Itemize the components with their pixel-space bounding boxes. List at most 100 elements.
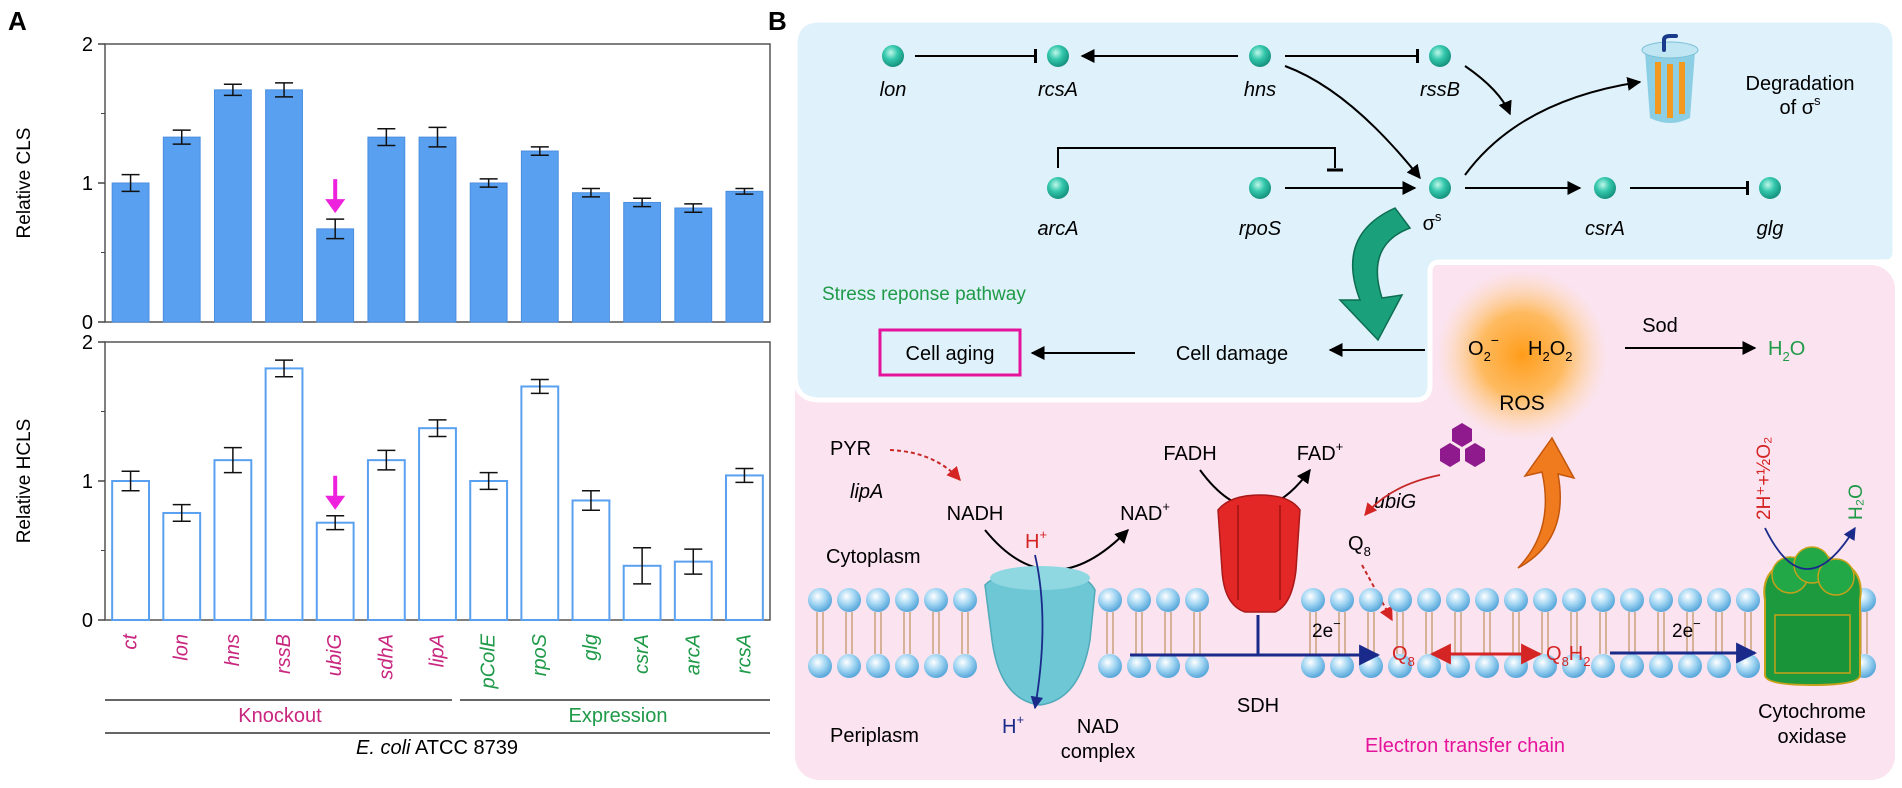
ubiG-to-q8-arrow: [1364, 474, 1441, 516]
rpoS-label: rpoS: [1239, 218, 1282, 240]
lipid-head: [1127, 654, 1151, 678]
lipid-head: [866, 588, 890, 612]
csrA-node: [1594, 177, 1616, 199]
strain-caption: E. coli ATCC 8739: [356, 737, 518, 759]
lipid-head: [808, 588, 832, 612]
nad-complex-label-1: NAD: [1077, 716, 1119, 738]
fad-plus-label: FAD+: [1297, 439, 1344, 465]
lipid-head: [1156, 588, 1180, 612]
strain-label: glg: [580, 634, 602, 661]
lipid-head: [1417, 588, 1441, 612]
strain-label: rpoS: [529, 633, 551, 676]
lipid-head: [1388, 588, 1412, 612]
sdh-label: SDH: [1237, 695, 1279, 717]
lipid-head: [1156, 654, 1180, 678]
pyr-to-nadh-arrow: [889, 449, 961, 482]
arcA-inhibits-rpoS-edge: [1057, 147, 1336, 168]
sigma-s-label: σs: [1423, 209, 1442, 235]
y-tick-label: 1: [82, 471, 93, 493]
degradation-label-line2: of σs: [1779, 93, 1821, 119]
bar: [162, 511, 202, 621]
etc-to-ros-arrow: [1517, 436, 1576, 569]
highlight-arrow-head: [325, 495, 346, 510]
q8-label: Q8: [1348, 533, 1371, 559]
strain-label: csrA: [631, 634, 653, 674]
lipid-head: [1649, 588, 1673, 612]
lipid-head: [1301, 654, 1325, 678]
two-electron-label-2: 2e−: [1672, 616, 1701, 642]
lipid-head: [1330, 654, 1354, 678]
lipid-head: [1098, 588, 1122, 612]
sigma-to-stress-arrow: [1338, 207, 1412, 342]
strain-label: ct: [120, 633, 142, 650]
cytochrome-oxidase-label-2: oxidase: [1778, 726, 1847, 748]
arcA-label: arcA: [1037, 218, 1078, 240]
cell-aging-label: Cell aging: [906, 343, 995, 365]
water-product-label: H2O: [1768, 338, 1805, 364]
glg-node: [1759, 177, 1781, 199]
oxidase-substrate-label: 2H⁺+½O₂: [1754, 437, 1775, 520]
lipid-head: [1185, 588, 1209, 612]
strain-label: ubiG: [324, 634, 346, 676]
sigma-to-degradation: [1464, 76, 1642, 176]
rssB-label: rssB: [1420, 79, 1460, 101]
peroxide-label: H2O2: [1528, 338, 1572, 364]
periplasm-label: Periplasm: [830, 725, 919, 747]
hcls-y-axis-label: Relative HCLS: [14, 419, 35, 544]
bar: [315, 521, 355, 622]
lipid-head: [1678, 588, 1702, 612]
csrA-label: csrA: [1585, 218, 1625, 240]
strain-label: rcsA: [733, 634, 755, 674]
ros-glow: [1437, 270, 1607, 440]
rssB-to-degradation: [1464, 65, 1512, 116]
lipid-head: [1388, 654, 1412, 678]
bar: [572, 192, 610, 323]
bar: [623, 201, 662, 323]
two-electron-label-1: 2e−: [1312, 616, 1341, 642]
lipid-head: [895, 654, 919, 678]
lon-label: lon: [880, 79, 907, 101]
lipid-head: [808, 654, 832, 678]
oxidase-reaction-arc: [1764, 526, 1856, 570]
lipid-head: [1649, 654, 1673, 678]
nad-complex-protein: [984, 566, 1096, 706]
y-tick-label: 2: [82, 332, 93, 354]
ubiG-molecule-icon: [1440, 423, 1485, 467]
lipid-head: [1475, 654, 1499, 678]
cell-aging-box: [878, 328, 1022, 377]
lipid-head: [1330, 588, 1354, 612]
regulatory-network: lon rcsA hns rssB arcA rpoS σs csrA glg: [880, 34, 1854, 240]
lipid-head: [1417, 654, 1441, 678]
y-tick-label: 0: [82, 312, 93, 334]
bar: [111, 182, 150, 323]
lipid-head: [1446, 654, 1470, 678]
bar: [725, 474, 764, 621]
lipid-head: [924, 654, 948, 678]
lipid-head: [1533, 588, 1557, 612]
hns-label: hns: [1244, 79, 1276, 101]
lipid-head: [1562, 654, 1586, 678]
strain-label: lon: [171, 634, 193, 661]
y-tick-label: 1: [82, 173, 93, 195]
lipid-head: [866, 654, 890, 678]
ros-label: ROS: [1499, 392, 1545, 415]
fadh-label: FADH: [1163, 443, 1216, 465]
panel-a-letter: A: [8, 6, 27, 36]
y-tick-label: 0: [82, 610, 93, 632]
strain-label: pColE: [478, 633, 500, 689]
lipid-head: [837, 588, 861, 612]
bar: [265, 89, 303, 323]
lipid-head: [953, 588, 977, 612]
nadh-label: NADH: [947, 503, 1004, 525]
lipid-head: [895, 588, 919, 612]
lipid-head: [1098, 654, 1122, 678]
cytoplasm-label: Cytoplasm: [826, 546, 920, 568]
strain-label: arcA: [682, 634, 704, 675]
proton-top-label: H+: [1025, 527, 1047, 553]
bar: [674, 207, 713, 323]
bar: [213, 459, 253, 621]
bar: [264, 367, 304, 621]
lipid-head: [1562, 588, 1586, 612]
lipid-head: [1678, 654, 1702, 678]
lipid-head: [1591, 654, 1615, 678]
